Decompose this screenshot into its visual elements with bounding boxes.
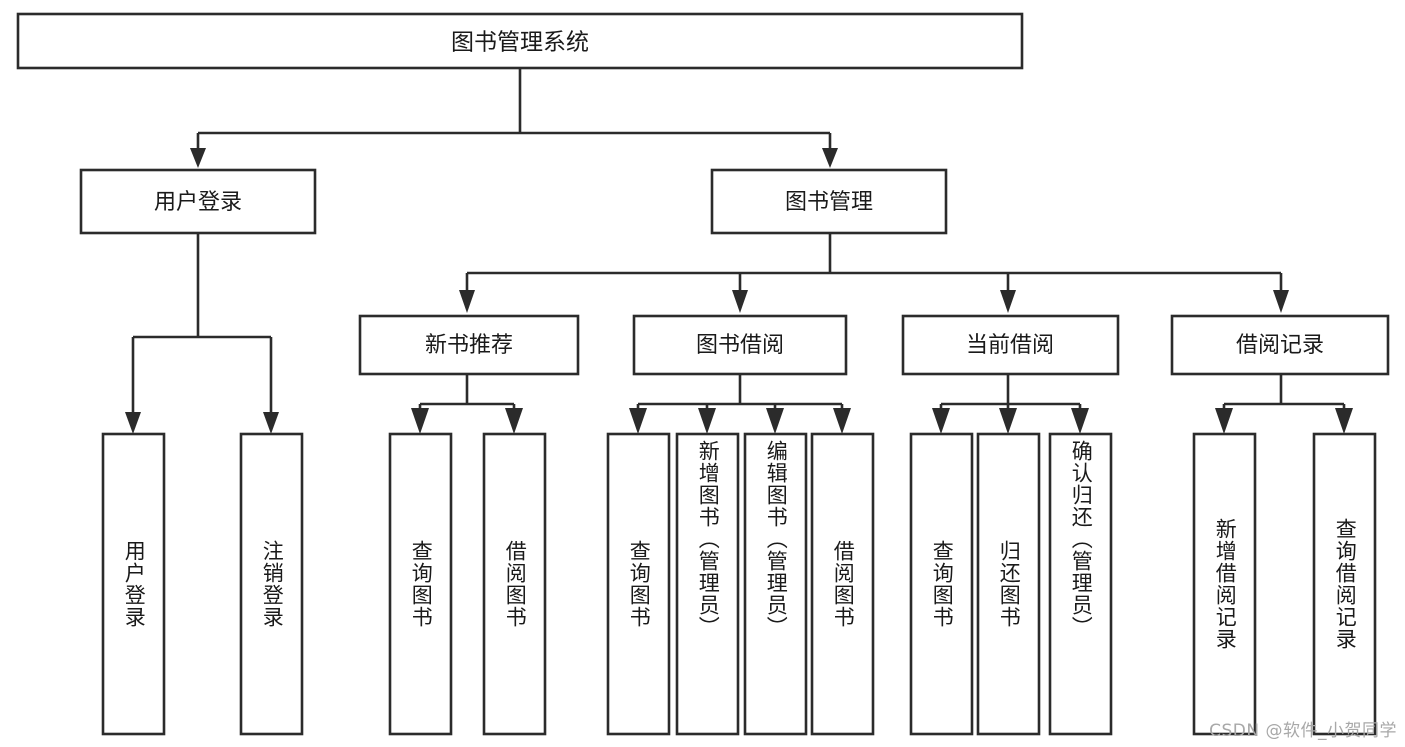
leaf-box-add-record[interactable] <box>1192 432 1257 736</box>
arrow-head-leaf-confirm-return <box>1071 408 1089 434</box>
arrow-head-leaf-logout <box>263 412 279 434</box>
arrow-head-borrow-record <box>1273 290 1289 313</box>
leaf-box-add-book[interactable] <box>675 432 740 736</box>
connector-group-user-login <box>125 233 279 434</box>
leaf-box-user-login[interactable] <box>101 432 166 736</box>
arrow-head-leaf-return-book <box>999 408 1017 434</box>
node-root-box[interactable] <box>16 12 1024 70</box>
node-book-borrow-label: 图书借阅 <box>696 333 784 358</box>
connector-group-current-borrow <box>932 374 1089 434</box>
node-book-manage-label: 图书管理 <box>785 190 873 215</box>
leaf-box-edit-book[interactable] <box>743 432 808 736</box>
connector-group-book-manage <box>459 233 1289 313</box>
arrow-head-current-borrow <box>1000 290 1016 313</box>
node-root[interactable]: 图书管理系统 <box>16 12 1024 70</box>
leaf-box-query-record[interactable] <box>1312 432 1377 736</box>
node-current-borrow-box[interactable] <box>901 314 1120 376</box>
node-user-login-box[interactable] <box>79 168 317 235</box>
arrow-head-new-book-recommend <box>459 290 475 313</box>
node-current-borrow[interactable]: 当前借阅 <box>901 314 1120 376</box>
arrow-head-leaf-borrow-book-a <box>505 408 523 434</box>
leaf-box-borrow-book-b[interactable] <box>810 432 875 736</box>
node-book-borrow[interactable]: 图书借阅 <box>632 314 848 376</box>
arrow-head-leaf-edit-book <box>766 408 784 434</box>
leaf-boxes-new-book-recommend <box>388 432 547 736</box>
node-new-book-recommend-label: 新书推荐 <box>425 333 513 358</box>
arrow-head-leaf-add-record <box>1215 408 1233 434</box>
node-book-manage[interactable]: 图书管理 <box>710 168 948 235</box>
arrow-head-book-manage <box>822 148 838 168</box>
watermark-text: CSDN @软件_小贺同学 <box>1209 721 1397 741</box>
connector-group-root <box>190 68 838 168</box>
leaf-box-borrow-book-a[interactable] <box>482 432 547 736</box>
leaf-boxes-borrow-record <box>1192 432 1377 736</box>
leaf-box-return-book[interactable] <box>976 432 1041 736</box>
node-user-login-label: 用户登录 <box>154 190 242 215</box>
node-current-borrow-label: 当前借阅 <box>966 333 1054 358</box>
arrow-head-leaf-add-book <box>698 408 716 434</box>
arrow-head-book-borrow <box>732 290 748 313</box>
node-new-book-recommend-box[interactable] <box>358 314 580 376</box>
node-borrow-record-label: 借阅记录 <box>1236 333 1324 358</box>
node-book-borrow-box[interactable] <box>632 314 848 376</box>
node-user-login[interactable]: 用户登录 <box>79 168 317 235</box>
leaf-boxes-book-borrow <box>606 432 875 736</box>
leaf-box-query-book-c[interactable] <box>909 432 974 736</box>
arrow-head-user-login <box>190 148 206 168</box>
arrow-head-leaf-query-book-b <box>629 408 647 434</box>
connector-group-new-book-recommend <box>411 374 523 434</box>
arrow-head-leaf-borrow-book-b <box>833 408 851 434</box>
node-borrow-record[interactable]: 借阅记录 <box>1170 314 1390 376</box>
arrow-head-leaf-query-book-a <box>411 408 429 434</box>
leaf-box-query-book-b[interactable] <box>606 432 671 736</box>
connector-group-book-borrow <box>629 374 851 434</box>
leaf-boxes-current-borrow <box>909 432 1113 736</box>
leaf-box-confirm-return[interactable] <box>1048 432 1113 736</box>
arrow-head-leaf-query-record <box>1335 408 1353 434</box>
node-book-manage-box[interactable] <box>710 168 948 235</box>
arrow-head-leaf-query-book-c <box>932 408 950 434</box>
node-new-book-recommend[interactable]: 新书推荐 <box>358 314 580 376</box>
leaf-boxes-user-login <box>101 432 304 736</box>
node-root-label: 图书管理系统 <box>451 30 589 56</box>
arrow-head-leaf-user-login <box>125 412 141 434</box>
node-borrow-record-box[interactable] <box>1170 314 1390 376</box>
leaf-box-query-book-a[interactable] <box>388 432 453 736</box>
leaf-box-logout[interactable] <box>239 432 304 736</box>
connector-group-borrow-record <box>1215 374 1353 434</box>
